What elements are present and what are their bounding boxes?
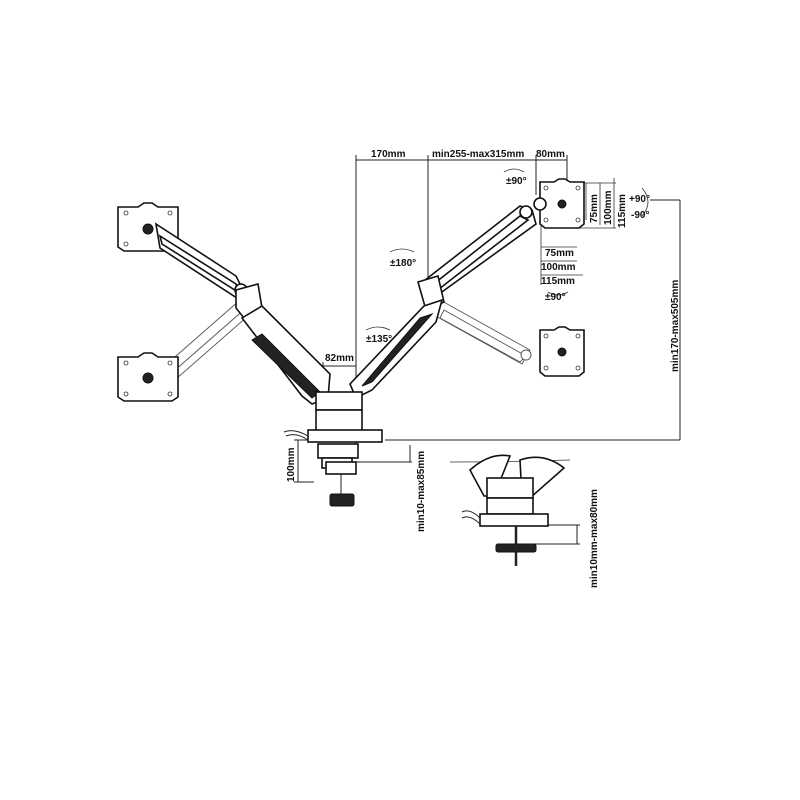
label-vesa-h115: 115mm <box>541 276 575 287</box>
label-height-range: min170-max505mm <box>670 280 681 372</box>
label-swivel-135: ±135° <box>366 334 392 345</box>
label-rotate-90: ±90° <box>545 292 566 303</box>
label-170mm: 170mm <box>371 149 406 160</box>
label-swivel-180: ±180° <box>390 258 416 269</box>
label-reach: min255-max315mm <box>432 149 524 160</box>
rotation-arcs <box>365 168 649 331</box>
vesa-plate-top-right <box>539 178 585 229</box>
label-clamp-range: min10-max85mm <box>416 451 427 532</box>
vesa-plate-bottom-right <box>539 326 585 377</box>
ghost-arm-right <box>431 299 532 365</box>
grommet-inset <box>449 454 571 566</box>
label-pole-height: 100mm <box>286 447 297 482</box>
vesa-plate-bottom-left <box>117 352 179 402</box>
label-vesa-v115: 115mm <box>617 194 628 228</box>
label-vesa-v75: 75mm <box>589 194 600 223</box>
label-vesa-v100: 100mm <box>603 190 614 225</box>
left-forearm <box>240 304 331 405</box>
label-grommet-range: min10mm-max80mm <box>589 489 600 588</box>
label-vesa-h75: 75mm <box>545 248 574 259</box>
dimension-lines <box>294 155 681 545</box>
label-pivot-90: ±90° <box>506 176 527 187</box>
label-tilt-up: +90° <box>629 194 650 205</box>
label-vesa-h100: 100mm <box>541 262 576 273</box>
left-upper-arm <box>154 222 263 320</box>
right-forearm <box>349 298 444 400</box>
pole-and-base <box>283 391 383 507</box>
right-upper-arm <box>417 197 547 312</box>
label-tilt-down: -90° <box>631 210 649 221</box>
label-80mm: 80mm <box>536 149 565 160</box>
label-82mm: 82mm <box>325 353 354 364</box>
